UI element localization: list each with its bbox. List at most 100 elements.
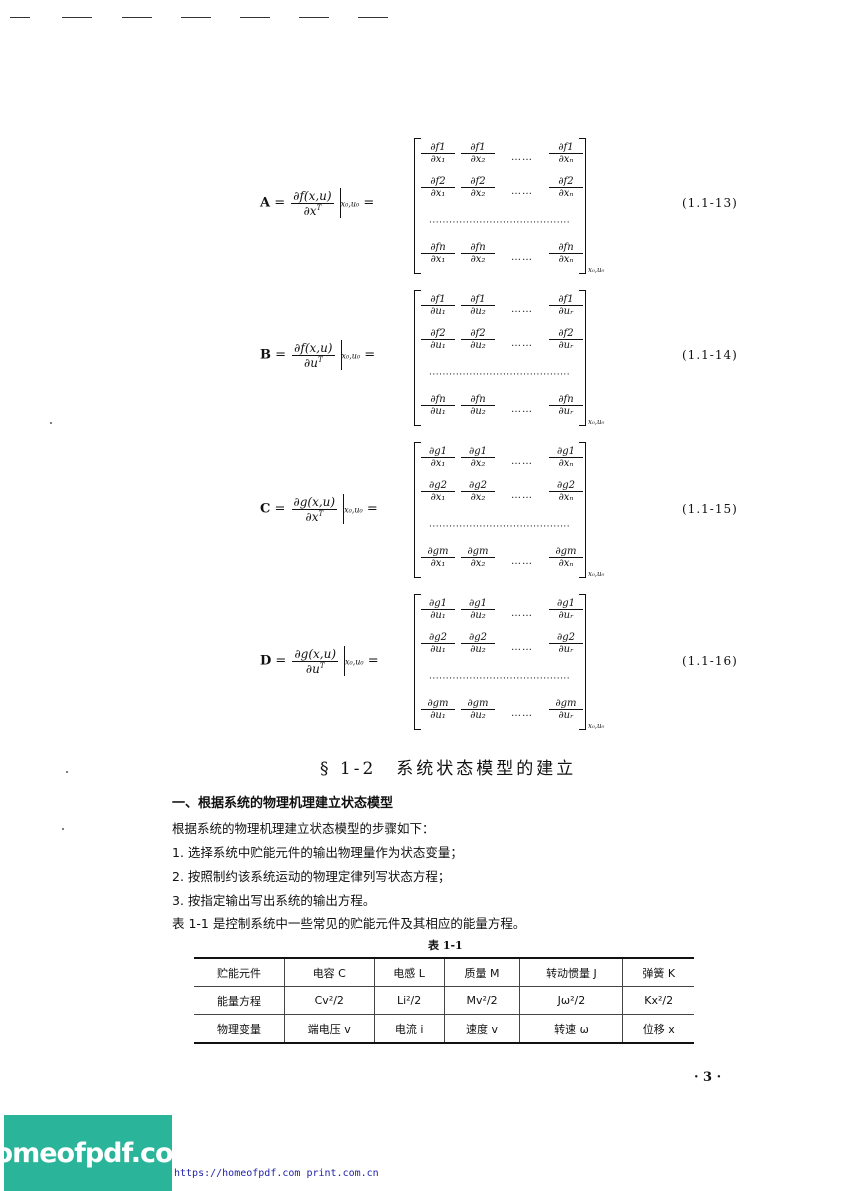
entry-numerator: ∂f1 (421, 142, 455, 154)
evaluation-bar (339, 188, 341, 218)
matrix-entry: ∂g1∂u₁ (421, 598, 455, 621)
bracket-foot (579, 273, 585, 274)
matrix-entry: ∂f1∂u₂ (461, 294, 495, 317)
entry-numerator: ∂g1 (549, 446, 583, 458)
evaluation-subscript: x₀,u₀ (341, 351, 361, 361)
table-cell: Kx²/2 (622, 986, 694, 1015)
entry-denominator: ∂u₁ (430, 406, 446, 417)
fraction-numerator: ∂g(x,u) (291, 494, 338, 510)
ellipsis: …… (511, 252, 533, 263)
entry-denominator: ∂u₁ (430, 340, 446, 351)
matrix-entry: ∂gm∂xₙ (549, 546, 583, 569)
dash (10, 17, 30, 18)
ellipsis: …… (511, 608, 533, 619)
matrix-entry: ∂g1∂xₙ (549, 446, 583, 469)
entry-numerator: ∂f2 (461, 176, 495, 188)
ellipsis: …… (511, 304, 533, 315)
ellipsis: …… (511, 152, 533, 163)
watermark-logo[interactable]: homeofpdf.com (0, 1115, 201, 1191)
entry-numerator: ∂fn (461, 394, 495, 406)
fraction-denominator: ∂xT (292, 510, 338, 524)
entry-numerator: ∂g2 (461, 480, 495, 492)
matrix-entry: ∂g2∂xₙ (549, 480, 583, 503)
matrix-entry: ∂f1∂xₙ (549, 142, 583, 165)
entry-denominator: ∂xₙ (558, 458, 574, 469)
table-row: 贮能元件 电容 C 电感 L 质量 M 转动惯量 J 弹簧 K (194, 958, 694, 987)
paragraph-step-3: 3. 按指定输出写出系统的输出方程。 (172, 893, 376, 908)
table-cell: 端电压 v (283, 1014, 375, 1043)
table-cell: 位移 x (622, 1014, 694, 1043)
entry-denominator: ∂u₁ (430, 644, 446, 655)
page-number: · 3 · (694, 1070, 722, 1085)
table-cell: 电流 i (373, 1014, 445, 1043)
row-ellipsis: ········································… (429, 522, 571, 532)
fraction-numerator: ∂g(x,u) (292, 646, 339, 662)
entry-numerator: ∂gm (461, 546, 495, 558)
entry-numerator: ∂f1 (461, 142, 495, 154)
relation-sign: = (366, 501, 378, 517)
entry-numerator: ∂fn (421, 242, 455, 254)
entry-denominator: ∂xₙ (558, 254, 574, 265)
entry-denominator: ∂u₁ (430, 610, 446, 621)
partial-fraction: ∂g(x,u)∂uT (292, 646, 339, 676)
matrix-entry: ∂g2∂u₂ (461, 632, 495, 655)
partial-fraction: ∂f(x,u)∂xT (291, 189, 334, 218)
dash (122, 17, 152, 18)
matrix-evaluation-subscript: x₀,u₀ (588, 266, 605, 274)
entry-denominator: ∂x₂ (470, 154, 486, 165)
relation-sign: = (367, 653, 379, 669)
entry-numerator: ∂gm (421, 546, 455, 558)
entry-denominator: ∂xₙ (558, 154, 574, 165)
dash (358, 17, 388, 18)
entry-denominator: ∂x₂ (470, 254, 486, 265)
ellipsis: …… (511, 708, 533, 719)
evaluation-bar (340, 340, 342, 370)
equation-number: (1.1-13) (682, 196, 738, 210)
den-text: ∂u (305, 661, 320, 676)
energy-table: 贮能元件 电容 C 电感 L 质量 M 转动惯量 J 弹簧 K 能量方程 Cv²… (194, 957, 694, 1044)
entry-denominator: ∂uᵣ (558, 340, 574, 351)
row-ellipsis: ········································… (429, 674, 571, 684)
matrix-entry: ∂g2∂uᵣ (549, 632, 583, 655)
matrix-name: B (260, 347, 271, 363)
bracket-foot (579, 577, 585, 578)
ellipsis: …… (511, 404, 533, 415)
dash (299, 17, 329, 18)
bracket-foot (415, 273, 421, 274)
matrix-entry: ∂f1∂u₁ (421, 294, 455, 317)
matrix-entry: ∂g2∂x₂ (461, 480, 495, 503)
row-ellipsis: ········································… (429, 370, 571, 380)
matrix-entry: ∂f1∂x₂ (461, 142, 495, 165)
entry-numerator: ∂g1 (461, 446, 495, 458)
entry-denominator: ∂x₁ (430, 458, 446, 469)
matrix-entry: ∂g2∂u₁ (421, 632, 455, 655)
den-text: ∂x (305, 509, 319, 524)
entry-denominator: ∂u₂ (470, 610, 486, 621)
entry-numerator: ∂f2 (549, 176, 583, 188)
table-row: 能量方程 Cv²/2 Li²/2 Mv²/2 Jω²/2 Kx²/2 (194, 986, 694, 1015)
matrix-entry: ∂gm∂u₂ (461, 698, 495, 721)
matrix-entry: ∂f2∂xₙ (549, 176, 583, 199)
entry-denominator: ∂x₁ (430, 154, 446, 165)
matrix-entry: ∂f2∂uᵣ (549, 328, 583, 351)
paragraph-intro: 根据系统的物理机理建立状态模型的步骤如下： (172, 821, 435, 836)
den-sup: T (316, 203, 322, 212)
evaluation-subscript: x₀,u₀ (345, 657, 364, 667)
fraction-denominator: ∂xT (291, 204, 333, 218)
relation-sign: = (363, 195, 375, 211)
matrix-entry: ∂f2∂x₁ (421, 176, 455, 199)
entry-denominator: ∂x₁ (430, 188, 446, 199)
table-cell: 能量方程 (194, 986, 285, 1015)
entry-numerator: ∂f2 (421, 176, 455, 188)
matrix-entry: ∂f2∂u₂ (461, 328, 495, 351)
entry-numerator: ∂f1 (549, 294, 583, 306)
footer-link[interactable]: https://homeofpdf.com print.com.cn (174, 1168, 379, 1179)
matrix-entry: ∂f2∂x₂ (461, 176, 495, 199)
ellipsis: …… (511, 186, 533, 197)
entry-denominator: ∂u₂ (470, 710, 486, 721)
entry-denominator: ∂u₁ (430, 710, 446, 721)
matrix-entry: ∂g2∂x₁ (421, 480, 455, 503)
entry-numerator: ∂fn (461, 242, 495, 254)
